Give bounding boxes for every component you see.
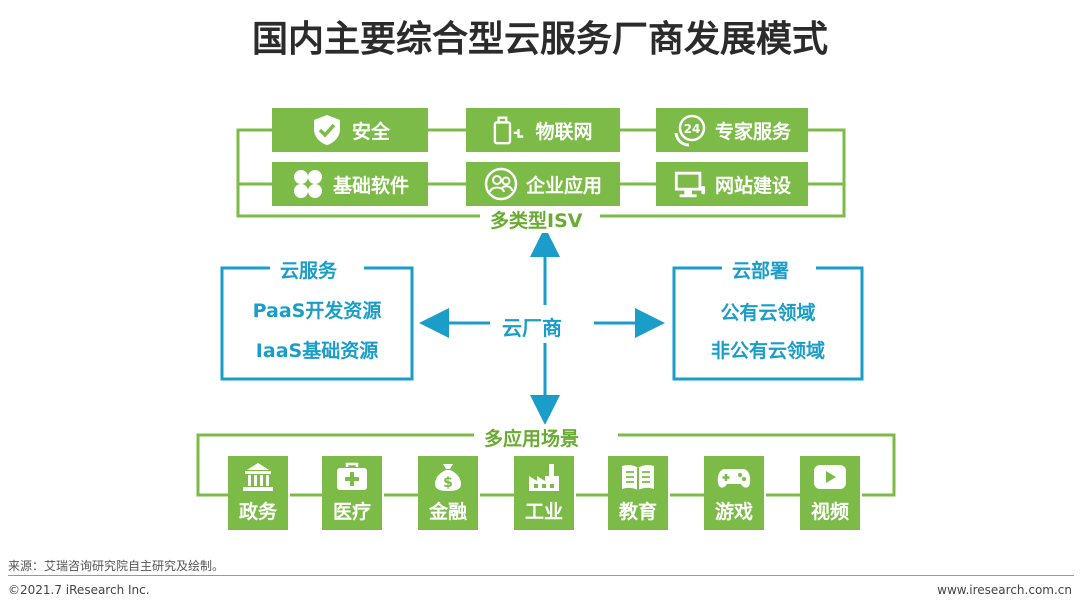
scene-item-education: 教育 xyxy=(608,456,668,530)
isv-item-label: 企业应用 xyxy=(525,174,602,197)
cloud-deploy-item-public: 公有云领域 xyxy=(720,302,816,324)
scene-item-game: 游戏 xyxy=(704,456,764,530)
isv-item-iot: 物联网 xyxy=(466,108,620,152)
page-title: 国内主要综合型云服务厂商发展模式 xyxy=(251,19,828,60)
scene-item-finance: $ 金融 xyxy=(418,456,478,530)
scene-item-label: 工业 xyxy=(524,501,563,523)
isv-item-expert-service: 24 专家服务 xyxy=(656,108,808,152)
book-icon xyxy=(620,462,656,492)
scene-item-label: 医疗 xyxy=(332,501,371,523)
footer-divider xyxy=(8,575,1074,576)
svg-text:24: 24 xyxy=(684,122,701,136)
24h-phone-icon: 24 xyxy=(673,113,707,147)
source-note: 来源：艾瑞咨询研究院自主研究及绘制。 xyxy=(8,559,225,573)
shield-check-icon xyxy=(310,113,344,147)
isv-group-label: 多类型ISV xyxy=(480,206,593,233)
cloud-service-item-iaas: IaaS基础资源 xyxy=(255,340,379,362)
cloud-deploy-item-nonpublic: 非公有云领域 xyxy=(710,340,825,362)
scene-item-video: 视频 xyxy=(800,456,860,530)
users-icon xyxy=(484,167,518,201)
center-cloud-vendor: 云厂商 xyxy=(492,310,572,343)
scenes-group-label: 多应用场景 xyxy=(474,424,590,451)
svg-text:$: $ xyxy=(443,475,453,491)
gamepad-icon xyxy=(716,462,752,492)
monitor-icon xyxy=(673,167,707,201)
scene-item-label: 政务 xyxy=(238,501,277,523)
isv-item-label: 专家服务 xyxy=(714,120,791,143)
government-building-icon xyxy=(240,462,276,492)
scene-item-industry: 工业 xyxy=(514,456,574,530)
medical-kit-icon xyxy=(334,462,370,492)
cloud-service-label: 云服务 xyxy=(270,256,348,283)
website-link[interactable]: www.iresearch.com.cn xyxy=(937,583,1072,597)
video-play-icon xyxy=(812,462,848,492)
scene-item-label: 教育 xyxy=(618,501,657,523)
isv-item-label: 网站建设 xyxy=(714,174,791,197)
isv-item-enterprise-app: 企业应用 xyxy=(466,162,620,206)
cloud-service-item-paas: PaaS开发资源 xyxy=(252,300,382,322)
isv-item-basic-software: 基础软件 xyxy=(272,162,428,206)
isv-item-label: 物联网 xyxy=(535,120,593,143)
scene-item-label: 金融 xyxy=(428,501,467,523)
scene-item-label: 视频 xyxy=(810,501,849,523)
windows-icon xyxy=(291,167,325,201)
isv-item-label: 基础软件 xyxy=(332,174,409,197)
factory-icon xyxy=(526,462,562,492)
isv-item-security: 安全 xyxy=(272,108,428,152)
copyright: ©2021.7 iResearch Inc. xyxy=(8,583,150,597)
isv-item-label: 安全 xyxy=(351,120,390,143)
cloud-deploy-label: 云部署 xyxy=(722,256,800,283)
smart-device-icon xyxy=(493,113,527,147)
isv-item-website-building: 网站建设 xyxy=(656,162,808,206)
scene-item-medical: 医疗 xyxy=(322,456,382,530)
money-bag-icon: $ xyxy=(430,462,466,492)
scene-item-government: 政务 xyxy=(228,456,288,530)
scene-item-label: 游戏 xyxy=(714,501,753,523)
